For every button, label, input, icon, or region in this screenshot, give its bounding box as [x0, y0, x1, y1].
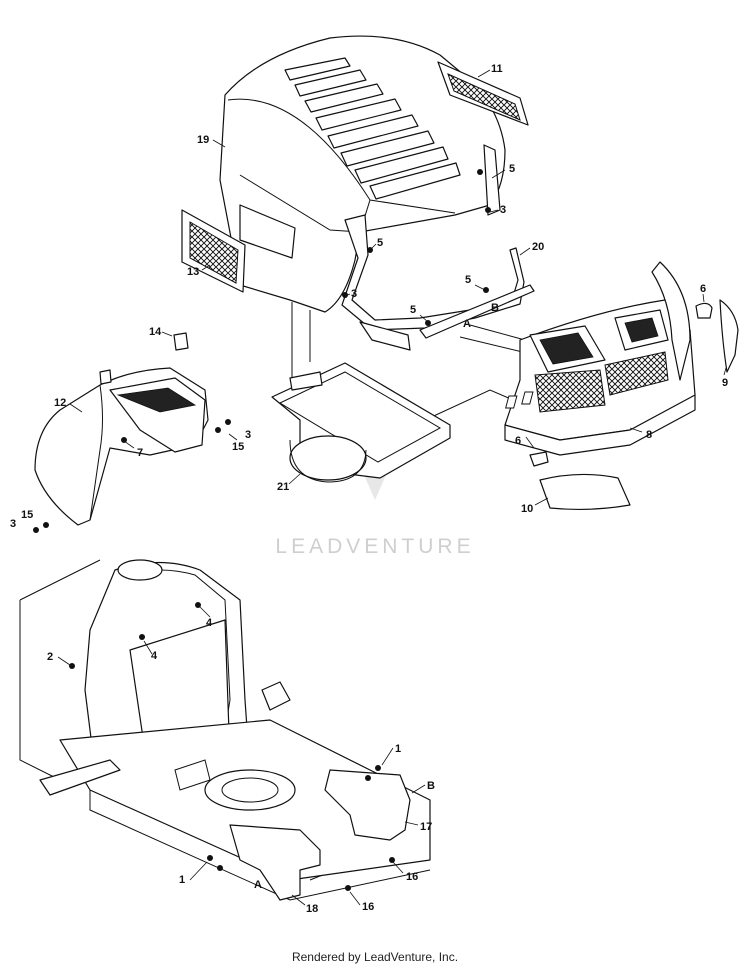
grille-insert-part-13 [181, 209, 246, 293]
callout-10: 10 [521, 503, 533, 515]
callout-B: B [427, 780, 435, 792]
cap-part-14 [173, 332, 189, 351]
callout-15: 15 [232, 441, 244, 453]
callout-19: 19 [197, 134, 209, 146]
bracket-part-17 [324, 769, 411, 841]
callout-18: 18 [306, 903, 318, 915]
callout-B: B [491, 302, 499, 314]
callout-5: 5 [465, 274, 471, 286]
callout-6: 6 [700, 283, 706, 295]
callout-7: 7 [137, 447, 143, 459]
side-panel-part-12 [34, 367, 209, 526]
callout-5: 5 [509, 163, 515, 175]
callout-1: 1 [395, 743, 401, 755]
lens-part-10 [539, 473, 631, 511]
callout-17: 17 [420, 821, 432, 833]
tractor-frame [39, 559, 431, 901]
hood-part-19 [219, 35, 506, 313]
pivot-bar [419, 284, 535, 339]
callout-4: 4 [151, 650, 158, 662]
leader-lines [57, 69, 727, 906]
callout-3: 3 [351, 288, 357, 300]
callout-3: 3 [245, 429, 251, 441]
callout-13: 13 [187, 266, 199, 278]
part-callouts: 19 11 5 3 20 5 3 5 B A 5 13 14 12 7 15 3… [10, 63, 728, 915]
knob-part-6 [529, 302, 713, 467]
dash-tray-part-21 [271, 362, 451, 483]
callout-3: 3 [10, 518, 16, 530]
callout-5: 5 [410, 304, 416, 316]
hood-bracket-part-20 [341, 144, 525, 351]
callout-11: 11 [491, 63, 503, 75]
callout-21: 21 [277, 481, 289, 493]
callout-A: A [254, 879, 262, 891]
callout-8: 8 [646, 429, 652, 441]
callout-6: 6 [515, 435, 521, 447]
callout-16: 16 [406, 871, 418, 883]
callout-14: 14 [149, 326, 162, 338]
grille-insert-part-11 [437, 61, 529, 126]
hood-vents [284, 57, 461, 200]
cap-small [99, 369, 112, 385]
callout-20: 20 [532, 241, 544, 253]
callout-4: 4 [206, 617, 213, 629]
side-trim-part-9 [719, 299, 739, 373]
footer-credit: Rendered by LeadVenture, Inc. [291, 950, 459, 964]
watermark-text: LEADVENTURE [275, 535, 474, 558]
callout-1: 1 [179, 874, 185, 886]
callout-16: 16 [362, 901, 374, 913]
callout-9: 9 [722, 377, 728, 389]
hardware-fasteners [33, 169, 491, 891]
callout-2: 2 [47, 651, 53, 663]
callout-A: A [463, 318, 471, 330]
front-bumper-part-8 [504, 261, 696, 456]
callout-15: 15 [21, 509, 33, 521]
callout-5: 5 [377, 237, 383, 249]
callout-12: 12 [54, 397, 66, 409]
callout-3: 3 [500, 204, 506, 216]
bracket-part-18 [229, 824, 321, 901]
